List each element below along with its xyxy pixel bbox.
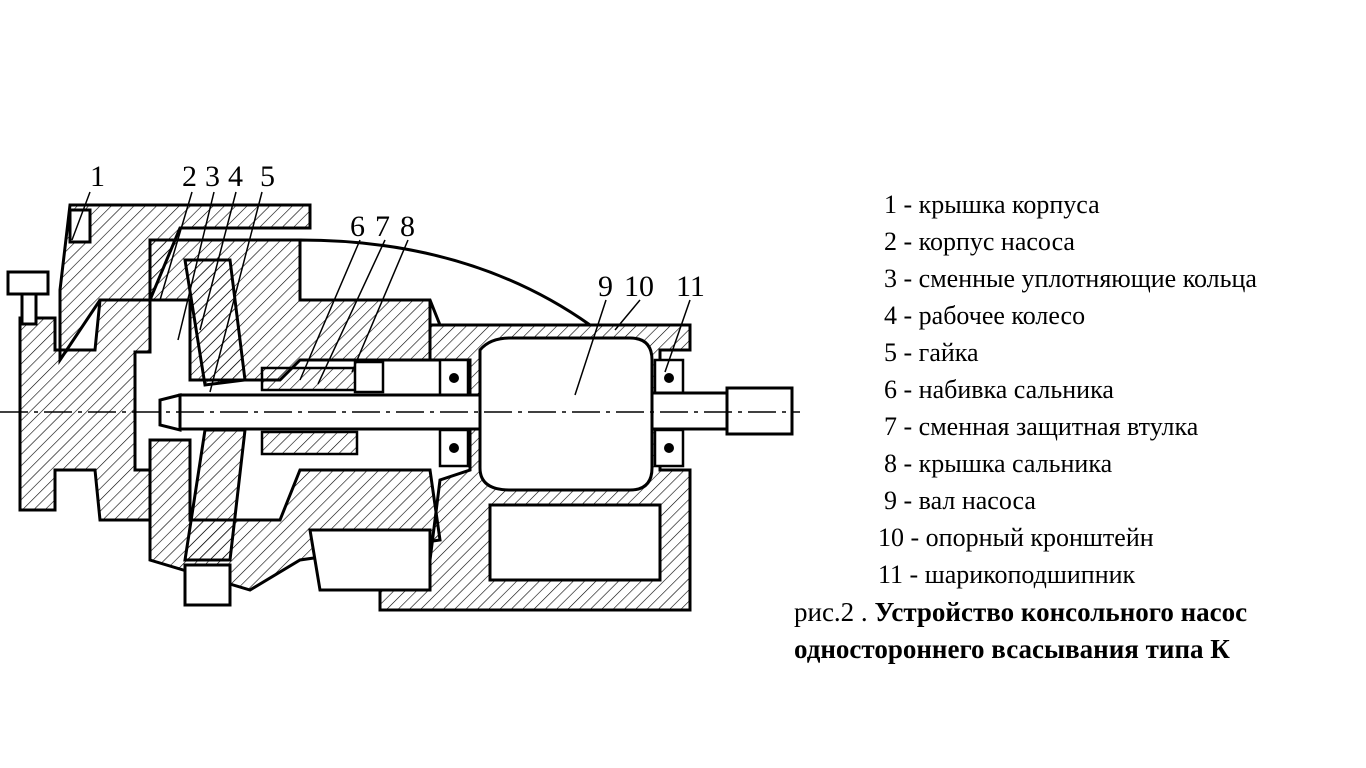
callout-5: 5: [260, 160, 275, 193]
pump-cross-section-drawing: 1 2 3 4 5 6 7 8 9 10 11: [0, 160, 800, 612]
callout-10: 10: [624, 270, 654, 303]
legend-item-10: 10 - опорный кронштейн: [878, 523, 1154, 552]
legend-item-4: 4 - рабочее колесо: [884, 301, 1086, 330]
legend-item-3: 3 - сменные уплотняющие кольца: [884, 264, 1257, 293]
legend-item-2: 2 - корпус насоса: [884, 227, 1075, 256]
stuffing-box-part: [260, 360, 385, 456]
legend-item-8: 8 - крышка сальника: [884, 449, 1113, 478]
legend-item-7: 7 - сменная защитная втулка: [884, 412, 1199, 441]
leader-lines: [71, 191, 691, 396]
legend-item-9: 9 - вал насоса: [884, 486, 1036, 515]
legend-item-5: 5 - гайка: [884, 338, 979, 367]
callout-9: 9: [598, 270, 613, 303]
figure-caption: рис.2 . Устройство консольного насос одн…: [794, 594, 1247, 668]
ball-bearing-part: [438, 358, 685, 468]
callout-2: 2: [182, 160, 197, 193]
callout-4: 4: [228, 160, 243, 193]
impeller-part: [183, 258, 247, 562]
callout-11: 11: [676, 270, 705, 303]
callout-7: 7: [375, 210, 390, 243]
callout-numbers: 1 2 3 4 5 6 7 8 9 10 11: [90, 160, 705, 303]
legend-item-11: 11 - шарикоподшипник: [878, 560, 1136, 589]
legend-item-6: 6 - набивка сальника: [884, 375, 1114, 404]
caption-prefix: рис.2 .: [794, 597, 875, 627]
pump-shaft-part: [0, 336, 800, 492]
callout-3: 3: [205, 160, 220, 193]
callout-6: 6: [350, 210, 365, 243]
callout-8: 8: [400, 210, 415, 243]
callout-1: 1: [90, 160, 105, 193]
caption-title-line2: одностороннего всасывания типа К: [794, 634, 1230, 664]
legend-item-1: 1 - крышка корпуса: [884, 190, 1100, 219]
caption-title-line1: Устройство консольного насос: [874, 597, 1248, 627]
